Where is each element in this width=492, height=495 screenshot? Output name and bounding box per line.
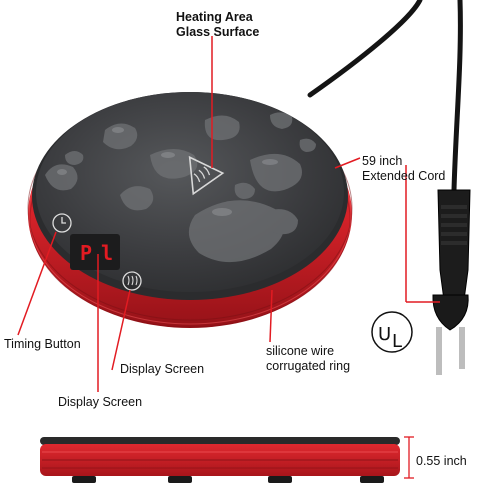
silicone-line-2: corrugated ring xyxy=(266,359,351,373)
hot-area-warning-icon xyxy=(188,155,225,196)
height-dimension-label: 0.55 inch xyxy=(416,454,467,468)
ul-certification-mark: U L xyxy=(371,311,413,353)
display-screen-label-1: Display Screen xyxy=(120,362,205,376)
svg-text:P: P xyxy=(80,241,92,265)
cord-length-text: 59 inch xyxy=(362,154,403,168)
heating-area-line-1: Heating Area xyxy=(176,10,253,24)
svg-text:L: L xyxy=(392,331,402,352)
silicone-ring-label: silicone wire corrugated ring xyxy=(266,344,350,374)
svg-text:l: l xyxy=(101,241,113,265)
heating-area-label: Heating Area Glass Surface xyxy=(176,10,259,40)
silicone-line-1: silicone wire xyxy=(266,344,335,358)
power-cord xyxy=(307,0,471,375)
timing-button-label: Timing Button xyxy=(4,337,81,351)
heating-area-line-2: Glass Surface xyxy=(176,25,260,39)
svg-text:U: U xyxy=(378,324,391,345)
heat-indicator-icon xyxy=(122,271,142,291)
cord-description-text: Extended Cord xyxy=(362,169,446,183)
display-screen: P l xyxy=(70,234,120,270)
warmer-top-view: P l xyxy=(17,36,440,392)
timing-button[interactable] xyxy=(52,213,72,233)
cord-label: 59 inch Extended Cord xyxy=(362,154,445,184)
display-screen-label-2: Display Screen xyxy=(58,395,143,409)
warmer-side-view xyxy=(40,436,414,483)
